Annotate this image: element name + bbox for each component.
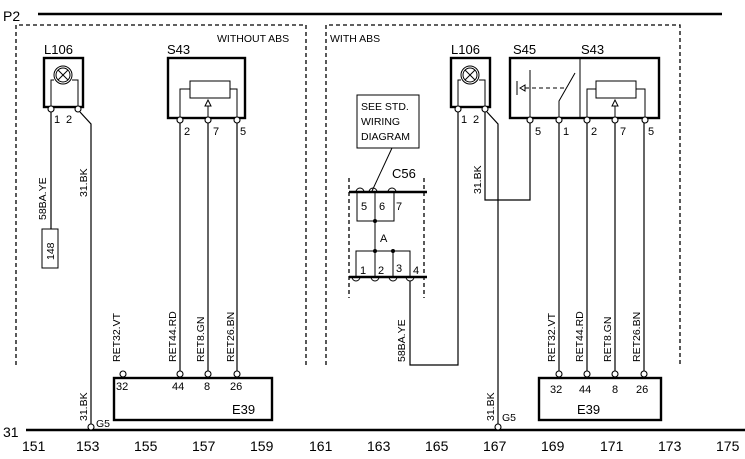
- grid-number: 171: [600, 438, 624, 454]
- pin-label: 1: [461, 114, 467, 126]
- connector-c56: C56 5 6 7 A 1 2 3 4: [348, 166, 427, 298]
- pin-label: 32: [116, 381, 128, 393]
- grid-number: 161: [309, 438, 333, 454]
- switch-contact-icon: [558, 72, 576, 121]
- component-label: C56: [392, 166, 416, 181]
- component-label: E39: [232, 402, 255, 417]
- ground-point-label: G5: [96, 418, 110, 430]
- grid-number: 159: [250, 438, 274, 454]
- ecu-e39-right: RET32.VT RET44.RD RET8.GN RET26.BN 32 44…: [537, 311, 663, 422]
- pin-label: 26: [230, 381, 242, 393]
- component-label: L106: [451, 42, 480, 57]
- wire-label: RET32.VT: [111, 312, 123, 362]
- wire-label: RET8.GN: [602, 316, 614, 362]
- wire-label: 31.BK: [472, 165, 484, 194]
- pin-label: 7: [620, 126, 626, 138]
- component-label: E39: [577, 402, 600, 417]
- pin-label: 4: [413, 265, 419, 277]
- component-label: S43: [167, 42, 190, 57]
- section-title-with-abs: WITH ABS: [330, 33, 380, 45]
- section-title-without-abs: WITHOUT ABS: [217, 33, 289, 45]
- wire-label: RET32.VT: [546, 312, 558, 362]
- pin-label: 2: [66, 114, 72, 126]
- wire-31-bk-switch: [484, 112, 531, 201]
- sensor-s43-left: S43 2 7 5: [166, 42, 247, 138]
- section-boundary-without-abs: [15, 24, 307, 365]
- pin-label: 5: [648, 126, 654, 138]
- pin-label: 3: [396, 263, 402, 275]
- ref-box-148: [41, 228, 59, 269]
- rail-label-31: 31: [3, 424, 19, 440]
- wire-label: 58BA.YE: [396, 319, 408, 362]
- component-label: S43: [581, 42, 604, 57]
- pin-label: 32: [550, 384, 562, 396]
- grid-number: 173: [658, 438, 682, 454]
- wire-label: 31.BK: [485, 392, 497, 421]
- ground-terminal: [87, 423, 95, 431]
- wire-label: 31.BK: [78, 392, 90, 421]
- pin-label: 2: [591, 126, 597, 138]
- lamp-icon: [460, 65, 480, 85]
- wire-31-bk-ground: [486, 111, 499, 427]
- grid-number: 153: [76, 438, 100, 454]
- ground-point-label: G5: [502, 412, 516, 424]
- note-see-std-wiring: SEE STD. WIRING DIAGRAM: [356, 94, 420, 192]
- lamp-l106-right: L106 1 2: [449, 42, 492, 126]
- pin-label: 7: [396, 201, 402, 213]
- component-label: L106: [44, 42, 73, 57]
- pin-label: 2: [473, 114, 479, 126]
- lamp-icon: [53, 65, 73, 85]
- pin-label: 1: [563, 126, 569, 138]
- note-line: WIRING: [361, 116, 400, 128]
- wire-label: 31.BK: [78, 168, 90, 197]
- wire-label: RET44.RD: [574, 311, 586, 362]
- wire-label: RET8.GN: [195, 316, 207, 362]
- pin-label: 44: [579, 384, 591, 396]
- wire-58ba-ye-right: [409, 112, 459, 366]
- lamp-l106-left: L106 1 2: [42, 42, 85, 126]
- pin-label: 8: [612, 384, 618, 396]
- section-boundary-with-abs: [325, 24, 681, 365]
- pin-label: 5: [535, 126, 541, 138]
- pin-label: 2: [184, 126, 190, 138]
- note-line: SEE STD.: [361, 101, 409, 113]
- grid-number: 169: [541, 438, 565, 454]
- pin-label: 44: [172, 381, 184, 393]
- ecu-e39-left: RET32.VT RET44.RD RET8.GN RET26.BN 32 44…: [111, 311, 274, 422]
- rail-label-p2: P2: [3, 8, 20, 24]
- ref-box-label: 148: [45, 242, 57, 260]
- pin-label: 5: [361, 201, 367, 213]
- grid-numbers: 151 153 155 157 159 161 163 165 167 169 …: [22, 438, 740, 454]
- wire-label: 58BA.YE: [37, 177, 49, 220]
- pin-label: 7: [213, 126, 219, 138]
- pin-label: 26: [636, 384, 648, 396]
- grid-number: 157: [192, 438, 216, 454]
- pin-label: 5: [240, 126, 246, 138]
- wire-31-bk: [79, 111, 92, 427]
- grid-number: 165: [425, 438, 449, 454]
- note-line: DIAGRAM: [361, 131, 410, 143]
- grid-number: 151: [22, 438, 46, 454]
- ground-terminal: [494, 423, 502, 431]
- grid-number: 175: [716, 438, 740, 454]
- grid-number: 167: [483, 438, 507, 454]
- pin-label: 2: [378, 265, 384, 277]
- wire-label: RET26.BN: [225, 312, 237, 362]
- wire-label: RET26.BN: [631, 312, 643, 362]
- grid-number: 155: [134, 438, 158, 454]
- switch-s45-sensor-s43: S45 S43 5 1 2 7 5: [508, 42, 661, 138]
- pin-label: 8: [204, 381, 210, 393]
- wire-label: RET44.RD: [167, 311, 179, 362]
- pin-label: 1: [54, 114, 60, 126]
- pin-label: 1: [360, 265, 366, 277]
- component-label: S45: [513, 42, 536, 57]
- grid-number: 163: [367, 438, 391, 454]
- pin-label: 6: [379, 201, 385, 213]
- splice-label: A: [380, 233, 388, 245]
